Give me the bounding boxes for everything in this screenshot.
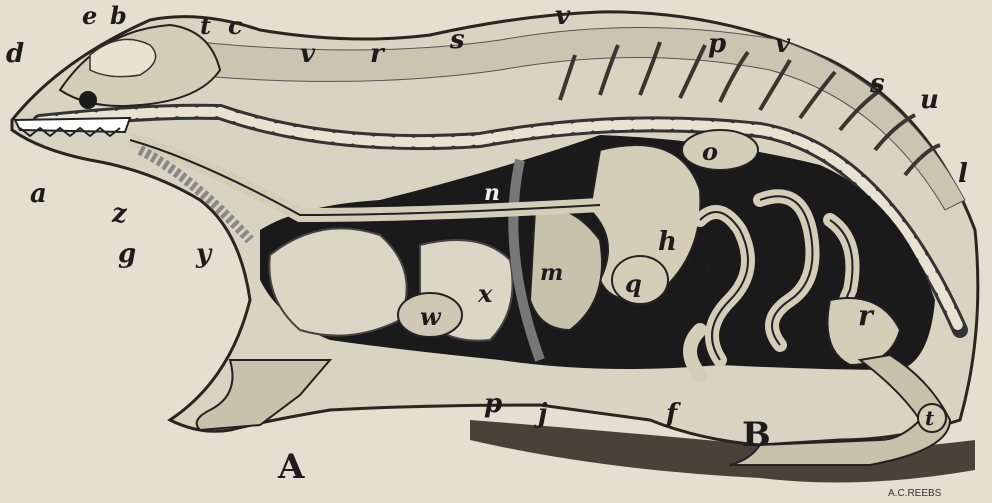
label-w: w bbox=[420, 302, 442, 331]
label-A: A bbox=[277, 447, 305, 487]
label-h: h bbox=[658, 227, 677, 257]
label-g: g bbox=[118, 239, 136, 269]
label-t-lower: t bbox=[925, 406, 935, 430]
label-n: n bbox=[484, 180, 500, 206]
label-z: z bbox=[111, 199, 128, 229]
upper-jaw bbox=[15, 118, 130, 132]
lung-front bbox=[269, 228, 406, 335]
label-l: l bbox=[958, 159, 968, 189]
label-i: i bbox=[703, 255, 712, 284]
label-x: x bbox=[477, 279, 493, 308]
label-B: B bbox=[742, 415, 771, 455]
label-r: r bbox=[370, 39, 386, 69]
label-d: d bbox=[6, 39, 24, 69]
kidney bbox=[682, 130, 758, 170]
label-s: s bbox=[449, 25, 465, 55]
label-u: u bbox=[920, 85, 939, 115]
label-c: c bbox=[228, 11, 243, 40]
label-t: t bbox=[200, 11, 211, 40]
label-e: e bbox=[82, 1, 97, 30]
label-b: b bbox=[110, 1, 127, 30]
eye bbox=[79, 91, 97, 109]
label-o: o bbox=[702, 137, 718, 166]
label-q: q bbox=[625, 269, 642, 298]
label-y: y bbox=[195, 239, 213, 269]
label-m: m bbox=[540, 260, 563, 286]
label-s: s bbox=[869, 69, 885, 99]
label-r-lower: r bbox=[858, 299, 875, 332]
label-a: a bbox=[30, 179, 47, 209]
label-v: v bbox=[775, 29, 791, 59]
label-p: p bbox=[708, 29, 726, 59]
engraver-signature: A.C.REEBS bbox=[888, 488, 942, 499]
label-p-lower: p bbox=[484, 389, 502, 419]
label-v: v bbox=[555, 1, 571, 31]
label-v: v bbox=[300, 39, 316, 69]
